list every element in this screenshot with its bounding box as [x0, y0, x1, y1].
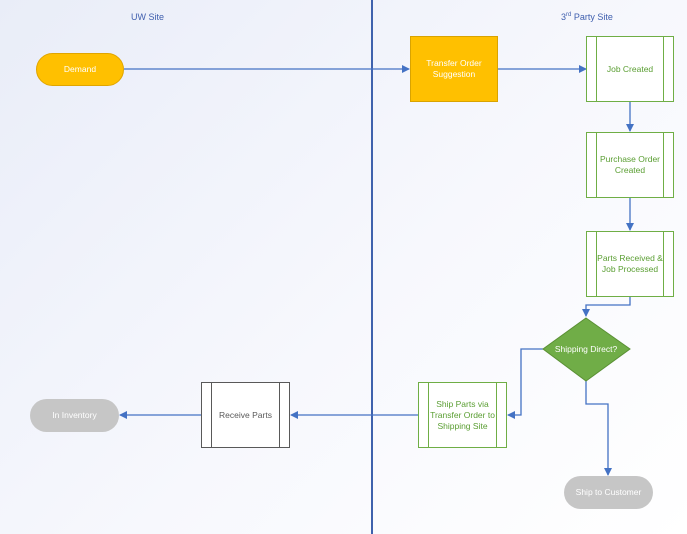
shipping-direct-decision-shape: [542, 317, 631, 382]
arrow-decision-to-ship-to-customer: [585, 381, 612, 476]
job-created-subprocess: Job Created: [586, 36, 674, 102]
purchase-order-created-subprocess: Purchase Order Created: [586, 132, 674, 198]
job-created-label: Job Created: [606, 63, 654, 74]
transfer-order-suggestion-process: Transfer Order Suggestion: [410, 36, 498, 102]
lane-title-number: 3: [561, 12, 567, 22]
swimlane-divider: [371, 0, 373, 534]
ship-to-customer-end-terminal: Ship to Customer: [564, 476, 653, 509]
demand-label: Demand: [63, 64, 97, 74]
receive-parts-subprocess: Receive Parts: [201, 382, 290, 448]
lane-title-superscript: rd: [566, 12, 572, 18]
ship-parts-via-label: Ship Parts via Transfer Order to Shippin…: [430, 398, 495, 431]
parts-received-subprocess: Parts Received & Job Processed: [586, 231, 674, 297]
arrow-parts-received-to-decision: [582, 297, 631, 317]
lane-title-third-party-site: 3rd Party Site: [561, 12, 613, 22]
receive-parts-label: Receive Parts: [219, 409, 272, 420]
arrow-decision-to-ship-parts: [507, 348, 543, 419]
purchase-order-created-label: Purchase Order Created: [600, 154, 660, 175]
parts-received-label: Parts Received & Job Processed: [597, 253, 663, 274]
demand-start-terminal: Demand: [36, 53, 124, 86]
shipping-direct-label: Shipping Direct?: [554, 344, 618, 354]
in-inventory-end-terminal: In Inventory: [30, 399, 119, 432]
ship-to-customer-label: Ship to Customer: [575, 487, 642, 497]
in-inventory-label: In Inventory: [52, 410, 97, 420]
ship-parts-via-transfer-order-subprocess: Ship Parts via Transfer Order to Shippin…: [418, 382, 507, 448]
transfer-order-suggestion-label: Transfer Order Suggestion: [426, 58, 482, 79]
lane-title-uw-site: UW Site: [131, 12, 165, 22]
lane-title-suffix: Party Site: [571, 12, 613, 22]
